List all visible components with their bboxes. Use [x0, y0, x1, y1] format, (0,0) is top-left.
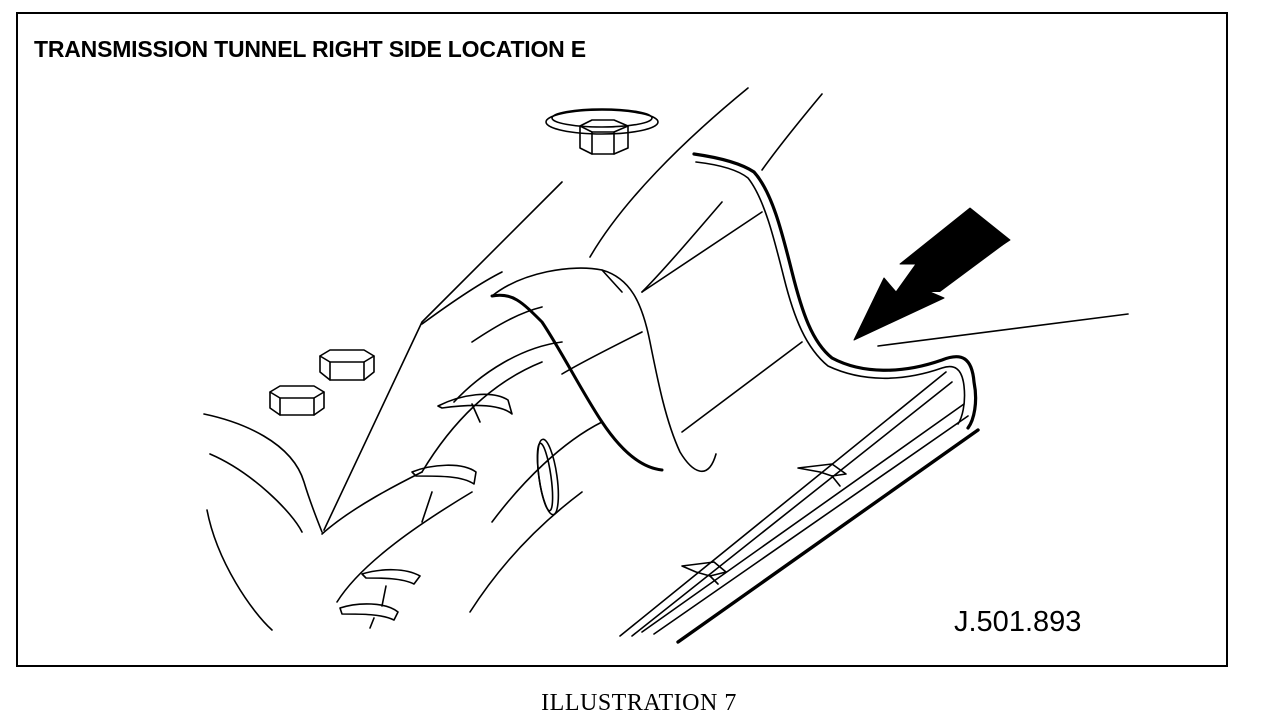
- body-clip-3-icon: [362, 570, 420, 606]
- hex-nut-lower-icon: [270, 386, 324, 415]
- illustration-frame: TRANSMISSION TUNNEL RIGHT SIDE LOCATION …: [16, 12, 1228, 667]
- hex-nut-upper-icon: [320, 350, 374, 380]
- drawing-reference-code: J.501.893: [954, 606, 1082, 638]
- floor-pan-outline: [204, 182, 562, 630]
- body-clip-1-icon: [438, 394, 512, 422]
- tunnel-bracket: [492, 268, 716, 471]
- top-flange-nut-icon: [546, 109, 658, 154]
- illustration-title: TRANSMISSION TUNNEL RIGHT SIDE LOCATION …: [34, 36, 586, 62]
- illustration-caption: ILLUSTRATION 7: [541, 690, 737, 716]
- oval-access-hole: [534, 438, 562, 516]
- location-arrow-icon: [854, 208, 1010, 340]
- transmission-tunnel-drawing: [18, 14, 1230, 669]
- seam-sealer-lip: [694, 154, 976, 428]
- sill-clip-2-icon: [682, 562, 726, 584]
- body-clip-4-icon: [340, 604, 398, 628]
- location-leader-line: [878, 314, 1128, 346]
- sill-rail: [620, 372, 978, 642]
- body-clip-2-icon: [412, 465, 476, 522]
- sill-clip-1-icon: [798, 464, 846, 486]
